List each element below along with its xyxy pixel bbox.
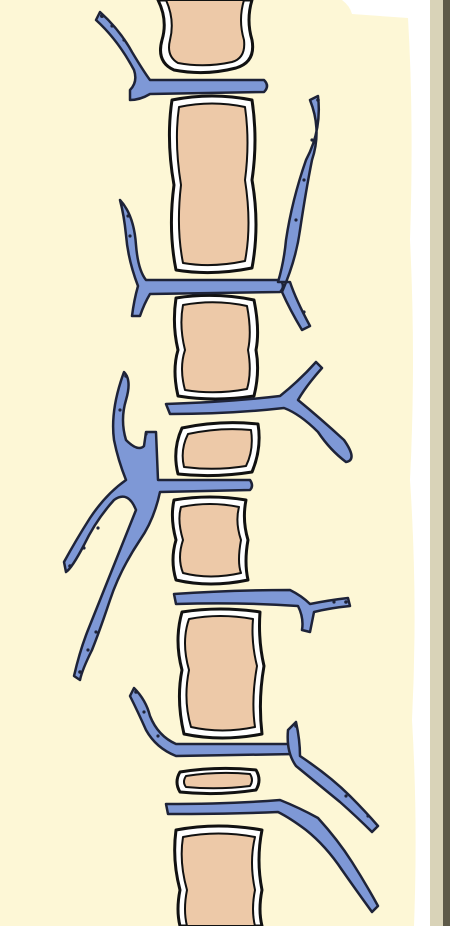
vertebral-body — [178, 609, 264, 738]
vertebral-body — [158, 0, 253, 73]
vertebral-body — [175, 826, 262, 926]
vertebral-body — [169, 96, 256, 273]
vertebral-body — [176, 423, 259, 476]
vertebral-body — [174, 295, 257, 399]
frame-edge-light — [430, 0, 444, 926]
vertebral-body — [172, 497, 248, 584]
frame-edge-dark — [443, 0, 450, 926]
vertebral-body — [177, 768, 259, 793]
